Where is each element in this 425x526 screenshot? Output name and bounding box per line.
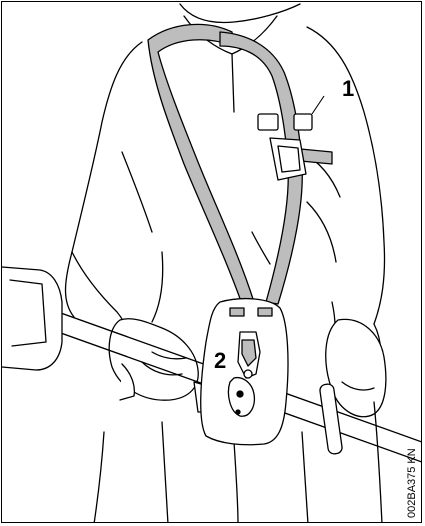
engine-housing	[2, 266, 63, 371]
trouser-right	[301, 431, 309, 522]
torso-left-outline	[64, 41, 143, 318]
hip-pad	[200, 298, 289, 446]
buckle-left	[257, 113, 279, 131]
callout-1: 1	[342, 76, 355, 101]
strap-left	[147, 23, 255, 305]
shirt-placket	[231, 53, 235, 113]
callout-2: 2	[214, 348, 227, 373]
figure-reference-code: 002BA375 KN	[406, 448, 418, 518]
trouser-left	[93, 431, 105, 522]
callout-1-leader	[311, 95, 325, 115]
harness-illustration	[2, 3, 421, 522]
neck-outline	[179, 3, 301, 24]
handle-grip	[319, 383, 343, 455]
right-glove	[325, 318, 387, 418]
torso-right-outline	[306, 26, 386, 325]
buckle-right	[293, 113, 313, 131]
